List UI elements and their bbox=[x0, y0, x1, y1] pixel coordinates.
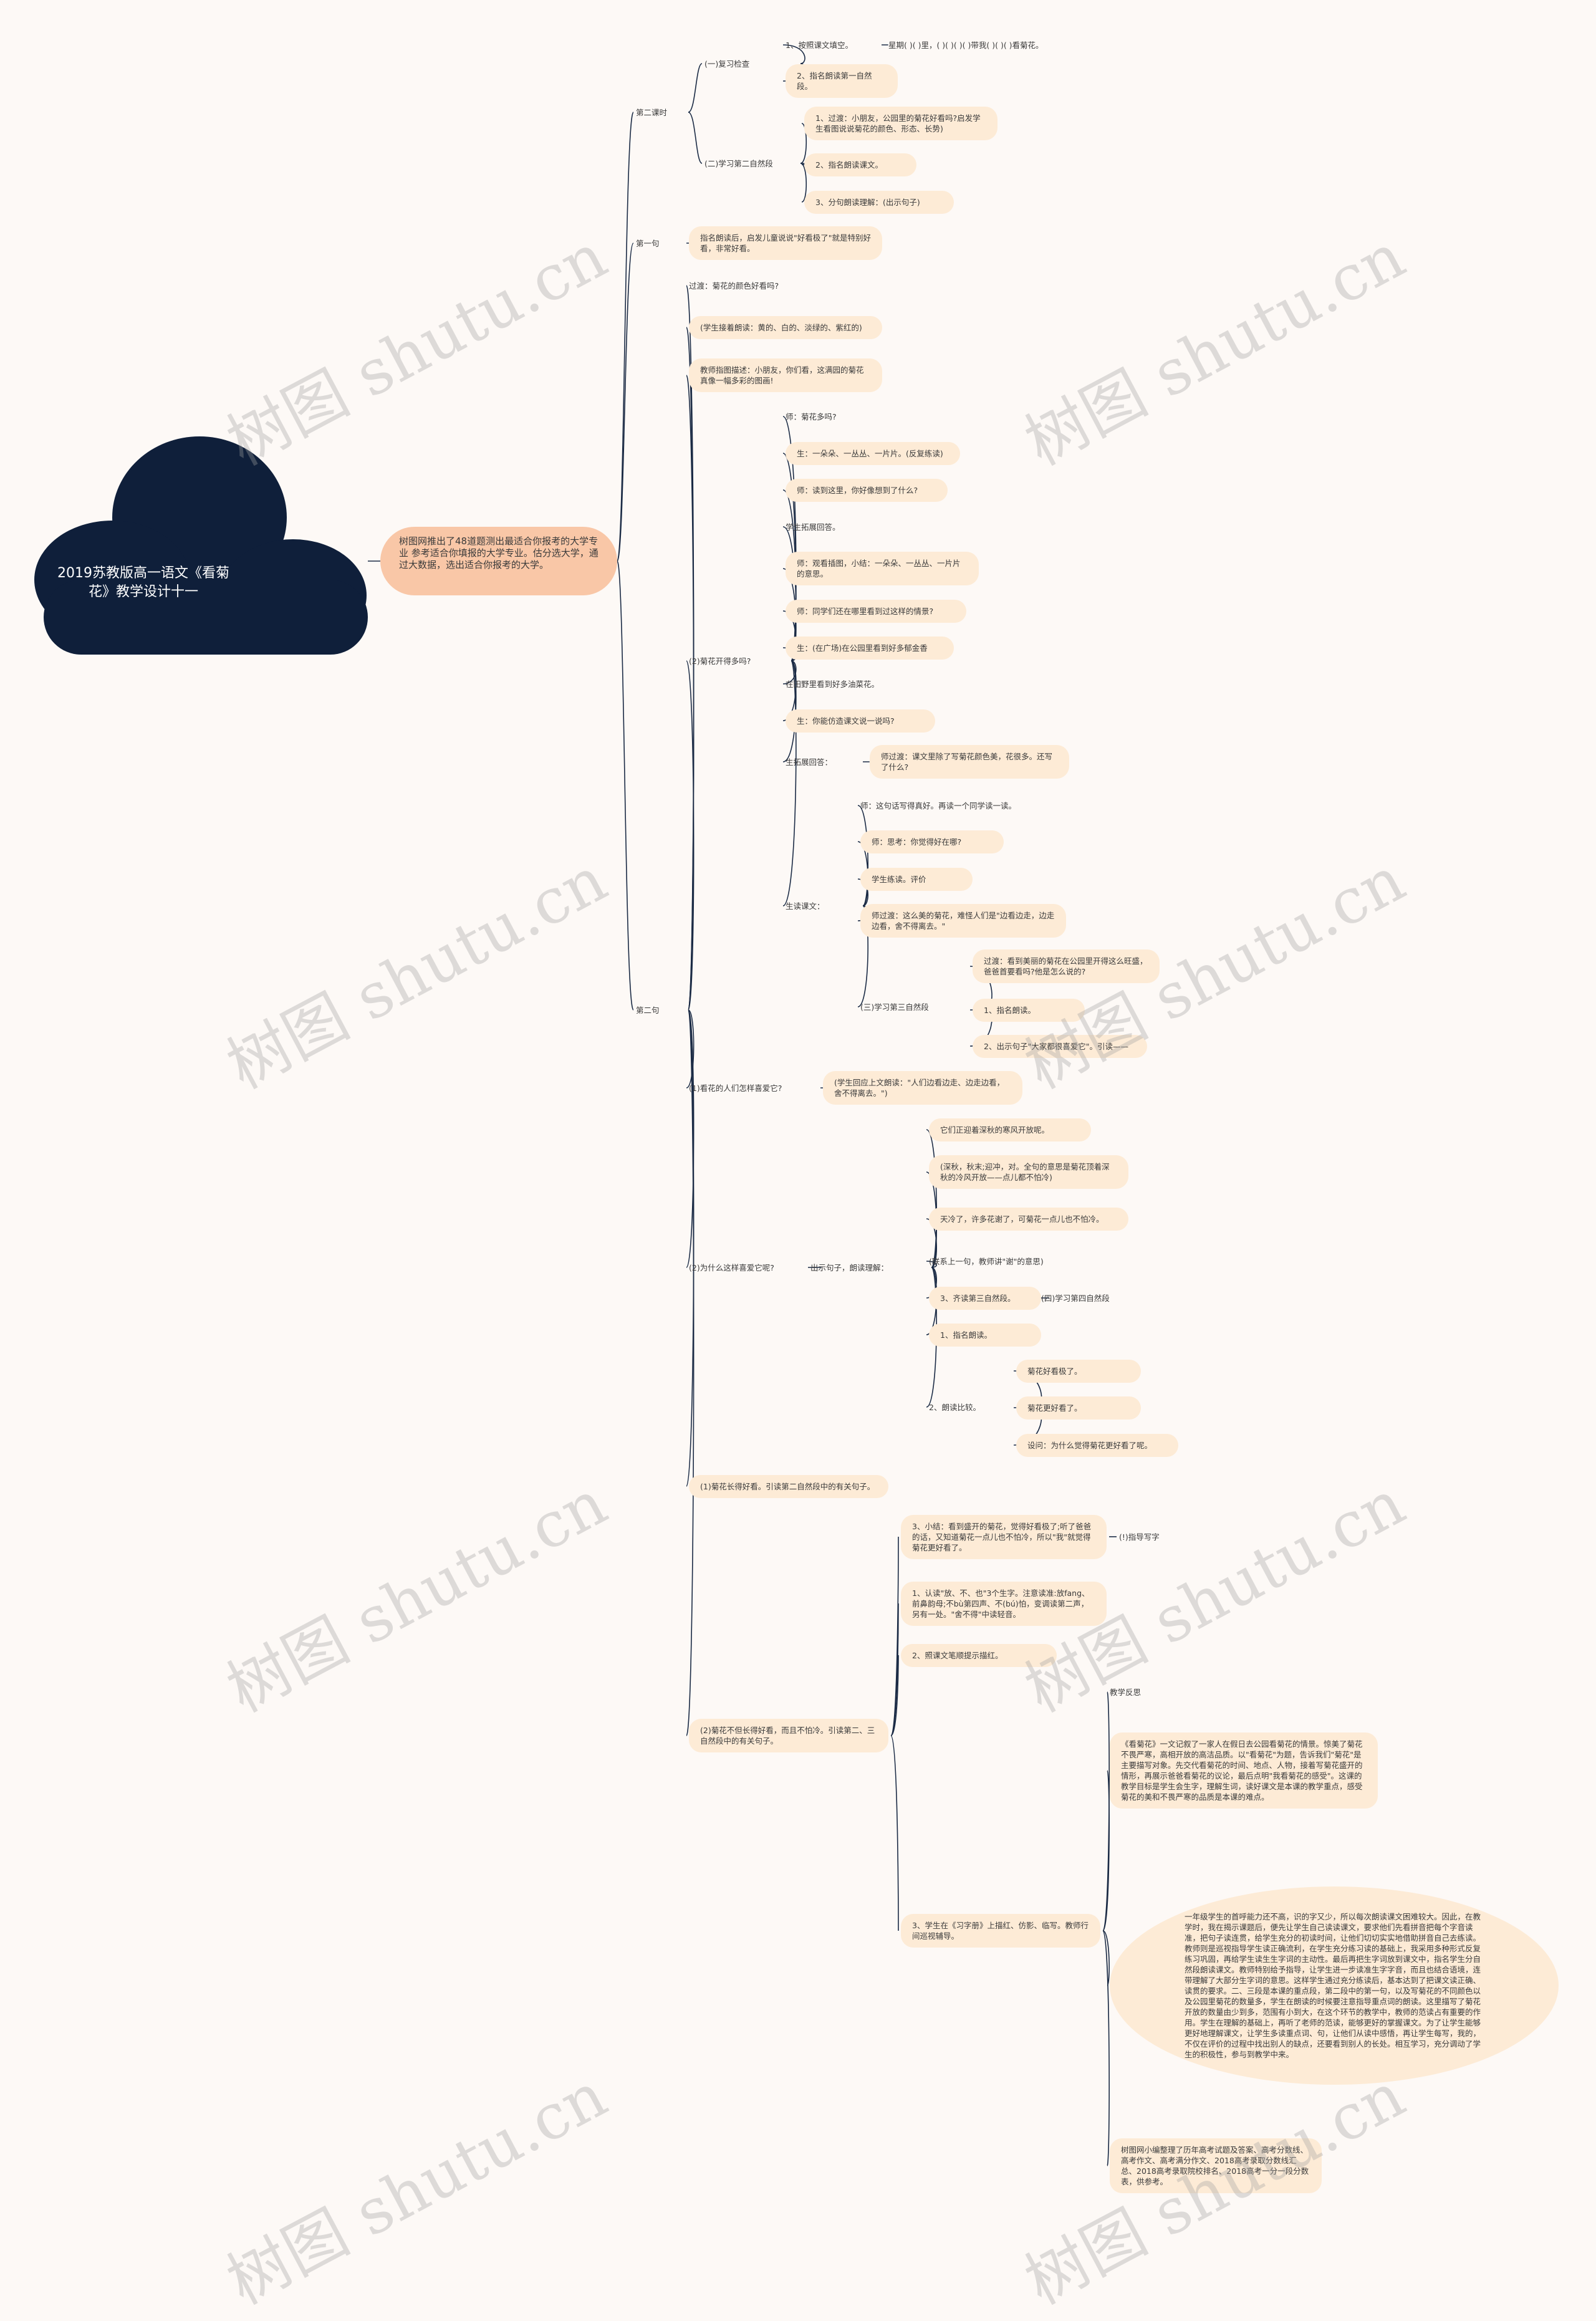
node-c2: (学生接着朗读：黄的、白的、淡绿的、紫红的) bbox=[689, 316, 882, 339]
connector-d11 bbox=[782, 660, 797, 906]
node-f3: 2、出示句子"大家都很喜爱它"。引读—— bbox=[973, 1035, 1147, 1058]
connector-b1 bbox=[617, 112, 634, 562]
node-b1a: (一)复习检查 bbox=[704, 59, 750, 69]
node-j4: 3、学生在《习字册》上描红、仿影、临写。教师行间巡视辅导。 bbox=[901, 1914, 1100, 1948]
node-d9: 生：你能仿造课文说一说吗? bbox=[786, 709, 935, 733]
root-cloud-shape bbox=[34, 436, 368, 655]
connector-c4 bbox=[686, 660, 695, 1011]
connector-e1 bbox=[857, 805, 868, 906]
connector-b1b1 bbox=[800, 123, 807, 164]
node-h2: (深秋，秋末;迎冲，对。全句的意思是菊花顶着深秋的冷风开放——点儿都不怕冷) bbox=[929, 1155, 1128, 1189]
connector-j4 bbox=[890, 1735, 899, 1931]
node-d10a: 师过渡：课文里除了写菊花颜色美，花很多。还写了什么? bbox=[870, 745, 1069, 779]
node-d7: 生：(在广场)在公园里看到好多郁金香 bbox=[786, 637, 954, 660]
connector-j3 bbox=[890, 1655, 899, 1736]
node-b1b3: 3、分句朗读理解：(出示句子) bbox=[804, 191, 954, 214]
node-j1: 3、小结：看到盛开的菊花，觉得好看极了;听了爸爸的话，又知道菊花一点儿也不怕冷，… bbox=[901, 1515, 1107, 1559]
node-d5: 师：观看插图，小结：一朵朵、一丛丛、一片片的意思。 bbox=[786, 552, 979, 585]
connector-b3 bbox=[617, 560, 634, 1011]
node-c3: 教师指图描述：小朋友，你们看，这满园的菊花真像一幅多彩的图画! bbox=[689, 358, 882, 392]
node-d4: 学生拓展回答。 bbox=[786, 522, 840, 532]
node-b1b2: 2、指名朗读课文。 bbox=[804, 153, 916, 176]
node-b3: 第二句 bbox=[636, 1006, 660, 1015]
node-d3: 师：读到这里，你好像想到了什么? bbox=[786, 479, 948, 502]
node-h1: 它们正迎着深秋的寒风开放呢。 bbox=[929, 1118, 1091, 1141]
node-b1a2: 2、指名朗读第一自然段。 bbox=[786, 64, 898, 98]
node-h7: 2、朗读比较。 bbox=[929, 1403, 981, 1412]
node-k4: 树图网小编整理了历年高考试题及答案、高考分数线、高考作文、高考满分作文、2018… bbox=[1110, 2138, 1322, 2193]
node-i2: 菊花更好看了。 bbox=[1016, 1396, 1141, 1420]
node-d8: 在田野里看到好多油菜花。 bbox=[786, 680, 880, 689]
connector-b1b bbox=[688, 112, 703, 164]
node-h4: (联系上一句，教师讲"谢"的意思) bbox=[929, 1257, 1044, 1266]
connector-g1 bbox=[686, 1009, 695, 1088]
node-b2a: 指名朗读后，启发儿童说说"好看极了"就是特别好看，非常好看。 bbox=[689, 226, 882, 260]
node-d1: 师：菊花多吗? bbox=[786, 412, 837, 421]
connector-g4 bbox=[686, 1009, 695, 1736]
node-i1: 菊花好看极了。 bbox=[1016, 1360, 1141, 1383]
node-j2: 1、认读"放、不、也"3个生字。注意读准:放fang、前鼻韵母;不bù第四声、不… bbox=[901, 1582, 1107, 1626]
node-e1: 师：这句话写得真好。再读一个同学读一读。 bbox=[860, 801, 1017, 810]
node-g2a: 出示句子，朗读理解： bbox=[810, 1263, 889, 1272]
node-j3: 2、照课文笔顺提示描红。 bbox=[901, 1644, 1057, 1667]
node-k3: 一年级学生的首呼能力还不高，识的字又少，所以每次朗读课文困难较大。因此，在教学时… bbox=[1110, 1886, 1559, 2085]
node-e5: (三)学习第三自然段 bbox=[860, 1002, 929, 1012]
node-h6: 1、指名朗读。 bbox=[929, 1324, 1041, 1347]
node-e4: 师过渡：这么美的菊花，难怪人们是"边看边走，边走边看，舍不得离去。" bbox=[860, 904, 1066, 938]
node-g3: (1)菊花长得好看。引读第二自然段中的有关句子。 bbox=[689, 1475, 888, 1498]
node-d2: 生：一朵朵、一丛丛、一片片。(反复练读) bbox=[786, 442, 960, 465]
connector-k2 bbox=[1102, 1770, 1110, 1931]
node-d6: 师：同学们还在哪里看到过这样的情景? bbox=[786, 600, 966, 623]
node-f1: 过渡：看到美丽的菊花在公园里开得这么旺盛，爸爸首要看吗?他是怎么说的? bbox=[973, 949, 1160, 983]
node-k2: 《看菊花》一文记叙了一家人在假日去公园看菊花的情景。惊美了菊花不畏严寒，高相开放… bbox=[1110, 1732, 1378, 1809]
connector-j2 bbox=[890, 1603, 899, 1736]
node-c4: (2)菊花开得多吗? bbox=[689, 656, 751, 666]
intro-topic: 树图网推出了48道题测出最适合你报考的大学专业 参考适合你填报的大学专业。估分选… bbox=[380, 527, 617, 595]
connector-b1a1 bbox=[782, 44, 805, 64]
connector-b1b3 bbox=[800, 163, 807, 203]
node-g4: (2)菊花不但长得好看，而且不怕冷。引读第二、三自然段中的有关句子。 bbox=[689, 1719, 888, 1752]
node-b1b1: 1、过渡：小朋友，公园里的菊花好看吗?启发学生看图说说菊花的颜色、形态、长势) bbox=[804, 107, 998, 140]
node-i3: 设问：为什么觉得菊花更好看了呢。 bbox=[1016, 1434, 1178, 1457]
node-e3: 学生练读。评价 bbox=[860, 868, 973, 891]
node-e2: 师：思考：你觉得好在哪? bbox=[860, 830, 1004, 853]
node-c1: 过渡：菊花的颜色好看吗? bbox=[689, 281, 779, 291]
node-b1: 第二课时 bbox=[636, 108, 668, 117]
connector-k4 bbox=[1102, 1930, 1110, 2166]
connector-k3 bbox=[1102, 1930, 1110, 1986]
node-d10: 生拓展回答： bbox=[786, 757, 833, 767]
node-h5: 3、齐读第三自然段。 bbox=[929, 1287, 1041, 1310]
node-b1b: (二)学习第二自然段 bbox=[704, 159, 773, 168]
connector-c3 bbox=[686, 375, 695, 1011]
connector-b2 bbox=[617, 243, 634, 562]
connector-j1 bbox=[890, 1536, 899, 1736]
root-title: 2019苏教版高一语文《看菊花》教学设计十一 bbox=[57, 565, 229, 600]
connector-b1a bbox=[688, 63, 703, 113]
node-b1a1: 1、按照课文填空。 bbox=[786, 41, 853, 50]
node-b1a1a: 星期( )( )里，( )( )( )( )带我( )( )( )看菊花。 bbox=[888, 41, 1044, 50]
node-j1a: (!)指导写字 bbox=[1119, 1532, 1160, 1542]
node-f2: 1、指名朗读。 bbox=[973, 999, 1085, 1022]
node-d11: 生读课文： bbox=[786, 901, 825, 911]
node-h5a: (四)学习第四自然段 bbox=[1041, 1294, 1110, 1303]
node-g2: (2)为什么这样喜爱它呢? bbox=[689, 1263, 774, 1272]
node-g1a: (学生回应上文朗读："人们边看边走、边走边看，舍不得离去。") bbox=[823, 1071, 1022, 1105]
node-g1: (1)看花的人们怎样喜爱它? bbox=[689, 1084, 782, 1093]
connector-h4 bbox=[926, 1261, 937, 1268]
node-k1: 教学反思 bbox=[1110, 1688, 1142, 1697]
node-b2: 第一句 bbox=[636, 239, 660, 248]
node-h3: 天冷了，许多花谢了，可菊花一点儿也不怕冷。 bbox=[929, 1208, 1128, 1231]
